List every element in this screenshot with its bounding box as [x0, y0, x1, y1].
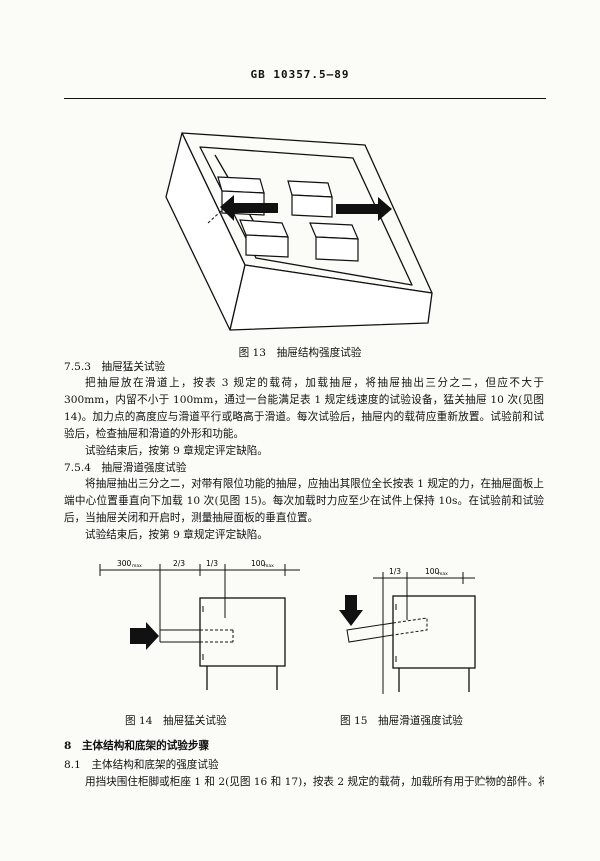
fig15-dim-100-sub: max [438, 572, 448, 577]
header-rule [64, 98, 546, 99]
fig14-dim-one-third: 1/3 [206, 559, 218, 568]
fig14-dim-two-thirds: 2/3 [173, 559, 185, 568]
section-7-5-3-paragraph-2: 试验结束后，按第 9 章规定评定缺陷。 [85, 445, 268, 457]
fig14-dim-300-sub: max [132, 564, 142, 569]
figure-15-caption: 图 15 抽屉滑道强度试验 [340, 715, 463, 727]
figure-14-caption: 图 14 抽屉猛关试验 [125, 715, 227, 727]
section-8-1-paragraph-1: 用挡块围住柜脚或柜座 1 和 2(见图 16 和 17)，按表 2 规定的载荷，… [85, 776, 544, 788]
fig14-dim-100-sub: max [264, 564, 274, 569]
figure-13-drawer-structure [165, 132, 433, 331]
section-7-5-4-paragraph-2: 试验结束后，按第 9 章规定评定缺陷。 [85, 529, 268, 541]
section-7-5-4-title: 7.5.4 抽屉滑道强度试验 [64, 462, 187, 474]
fig15-dim-one-third: 1/3 [389, 567, 401, 576]
section-7-5-4-paragraph-1: 将抽屉抽出三分之二，对带有限位功能的抽屉，应抽出其限位全长按表 1 规定的力，在… [64, 478, 544, 524]
section-7-5-3-paragraph-1: 把抽屉放在滑道上，按表 3 规定的载荷，加载抽屉，将抽屉抽出三分之二，但应不大于… [64, 377, 544, 440]
fig14-dim-300: 300 [117, 559, 132, 568]
section-8-title: 8 主体结构和底架的试验步骤 [64, 740, 210, 752]
fig14-dim-100: 100 [251, 559, 266, 568]
fig15-dim-100: 100 [425, 567, 440, 576]
figure-13-caption: 图 13 抽屉结构强度试验 [238, 347, 362, 359]
section-7-5-3-title: 7.5.3 抽屉猛关试验 [64, 361, 166, 373]
section-8-1-title: 8.1 主体结构和底架的强度试验 [64, 759, 219, 771]
figure-14-drawer-slam-test: 300 max 2/3 1/3 100 max [99, 559, 300, 690]
figure-15-drawer-runner-test: 1/3 100 max [339, 567, 476, 694]
page-header: GB 10357.5—89 [250, 68, 350, 81]
